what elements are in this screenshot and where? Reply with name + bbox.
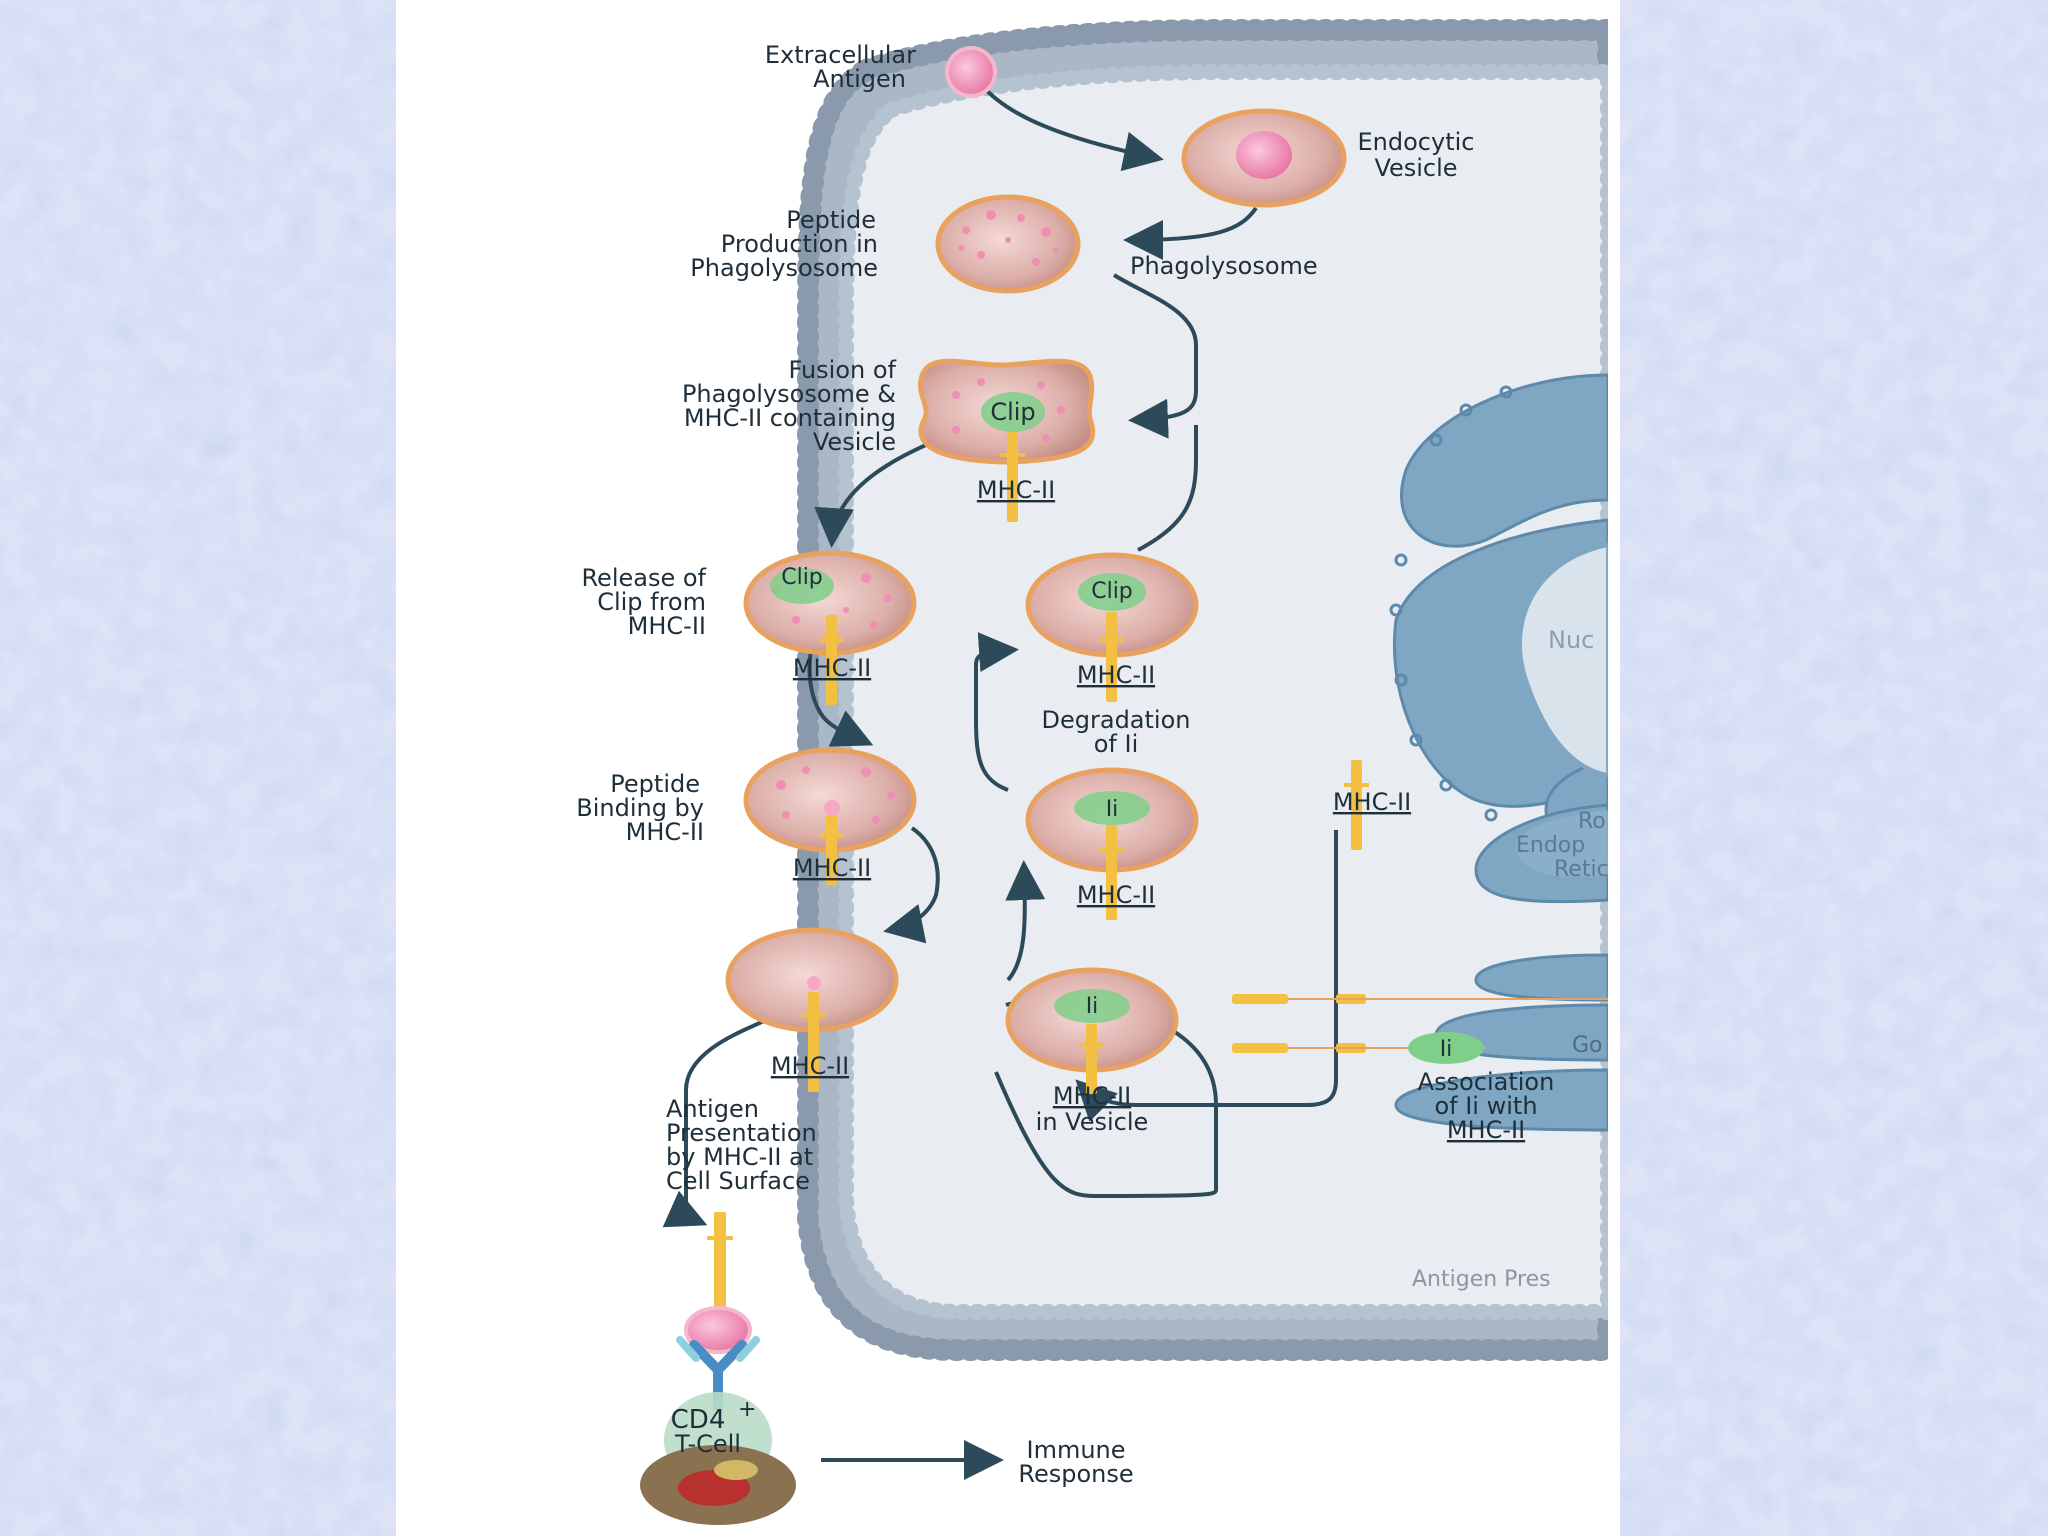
diagram-panel: Nuc Ro Endop Retic Go Extracellular Anti… (396, 0, 1608, 1536)
ii-label-lower: Ii (1086, 994, 1099, 1019)
svg-text:Release of: Release of (581, 564, 706, 592)
svg-text:Vesicle: Vesicle (1374, 154, 1457, 182)
svg-text:in Vesicle: in Vesicle (1036, 1108, 1149, 1136)
svg-text:Retic: Retic (1554, 857, 1608, 882)
mottled-texture-left (0, 0, 396, 1536)
background-pattern-left (0, 0, 396, 1536)
nucleus: Nuc (1517, 542, 1608, 778)
svg-text:Antigen: Antigen (666, 1095, 759, 1123)
mottled-texture-right (1620, 0, 2048, 1536)
arrow-er-to-vesicle (1075, 830, 1338, 1122)
clip-label-fusion: Clip (990, 398, 1035, 426)
phagolysosome-vesicle (935, 194, 1081, 294)
svg-text:Immune: Immune (1026, 1436, 1125, 1464)
arrow-vesicle-to-ii (1005, 860, 1046, 982)
label-release-clip: Release of Clip from MHC-II (581, 564, 706, 640)
background-pattern-right (1620, 0, 2048, 1536)
arrow-final-to-surface (662, 1018, 767, 1228)
svg-text:Extracellular: Extracellular (765, 41, 916, 69)
mhc-ii-pathway-diagram: Nuc Ro Endop Retic Go Extracellular Anti… (576, 19, 1608, 1525)
svg-text:Endop: Endop (1516, 833, 1585, 858)
clip-label-release: Clip (781, 565, 823, 590)
golgi-label: Go (1572, 1033, 1603, 1058)
mhc-label-clip-vesicle: MHC-II (1077, 661, 1155, 689)
label-extracellular-antigen: Extracellular Antigen (765, 41, 916, 93)
release-clip-vesicle: Clip (743, 550, 917, 705)
label-antigen-presentation: Antigen Presentation by MHC-II at Cell S… (666, 1095, 817, 1195)
ii-label-upper: Ii (1106, 797, 1119, 822)
svg-text:of Ii: of Ii (1094, 730, 1139, 758)
svg-text:MHC-II containing: MHC-II containing (684, 404, 896, 432)
svg-text:Phagolysosome &: Phagolysosome & (682, 380, 896, 408)
svg-text:Vesicle: Vesicle (813, 428, 896, 456)
clip-label-vesicle: Clip (1091, 579, 1133, 604)
ii-label-golgi: Ii (1440, 1037, 1453, 1062)
label-immune-response: Immune Response (1018, 1436, 1133, 1488)
svg-text:Ro: Ro (1578, 809, 1606, 834)
arrow-phago-to-fusion (1112, 273, 1198, 439)
endocytic-vesicle (1181, 108, 1347, 208)
ii-vesicle: Ii (1025, 767, 1199, 920)
label-phagolysosome: Phagolysosome (1130, 252, 1318, 280)
divider-strip (1608, 0, 1620, 1536)
er-label: Ro Endop Retic (1516, 809, 1608, 882)
svg-text:MHC-II: MHC-II (626, 818, 704, 846)
label-association: Association of Ii with MHC-II (1418, 1068, 1555, 1144)
final-vesicle (725, 927, 899, 1092)
mhc-label-binding: MHC-II (793, 854, 871, 882)
svg-text:Peptide: Peptide (610, 770, 700, 798)
cd4-plus: + (738, 1397, 756, 1422)
cd4-label: CD4 (671, 1405, 726, 1435)
svg-text:Phagolysosome: Phagolysosome (690, 254, 878, 282)
arrow-vesicle-to-fusion (1137, 425, 1198, 552)
surface-mhc-molecule (707, 1212, 733, 1316)
golgi-mhc-molecules: Ii (1232, 994, 1608, 1064)
mhc-label-final: MHC-II (771, 1052, 849, 1080)
svg-text:by MHC-II at: by MHC-II at (666, 1143, 813, 1171)
mhc-in-vesicle: Ii (1005, 967, 1179, 1094)
peptide-binding-vesicle (743, 747, 917, 885)
svg-text:Cell Surface: Cell Surface (666, 1167, 810, 1195)
fusion-vesicle: Clip (918, 358, 1096, 522)
arrow-endocytic-to-phago (1123, 206, 1258, 260)
svg-text:Antigen: Antigen (813, 65, 906, 93)
svg-text:MHC-II: MHC-II (1447, 1116, 1525, 1144)
svg-text:Binding by: Binding by (576, 794, 704, 822)
label-endocytic-vesicle: Endocytic Vesicle (1358, 128, 1475, 182)
mhc-label-release: MHC-II (793, 654, 871, 682)
apc-label: Antigen Pres (1412, 1267, 1551, 1292)
extracellular-antigen (945, 46, 997, 98)
label-peptide-production: Peptide Production in Phagolysosome (690, 206, 878, 282)
svg-text:Peptide: Peptide (786, 206, 876, 234)
svg-text:Clip from: Clip from (597, 588, 706, 616)
svg-text:Production in: Production in (721, 230, 878, 258)
label-mhc-in-vesicle: MHC-II in Vesicle (1036, 1082, 1149, 1136)
arrow-ii-to-clip (974, 632, 1019, 792)
svg-text:Response: Response (1018, 1460, 1133, 1488)
clip-vesicle: Clip (1025, 552, 1199, 702)
svg-text:MHC-II: MHC-II (628, 612, 706, 640)
mhc-label-er: MHC-II (1333, 788, 1411, 816)
svg-text:Presentation: Presentation (666, 1119, 817, 1147)
label-fusion: Fusion of Phagolysosome & MHC-II contain… (682, 356, 897, 456)
nucleus-label: Nuc (1548, 626, 1594, 654)
er-mhc-molecule (1344, 760, 1369, 850)
label-peptide-binding: Peptide Binding by MHC-II (576, 770, 704, 846)
label-degradation: Degradation of Ii (1042, 706, 1191, 758)
arrow-binding-to-final (883, 826, 940, 944)
svg-text:MHC-II: MHC-II (1053, 1082, 1131, 1110)
svg-text:Endocytic: Endocytic (1358, 128, 1475, 156)
tcell-label: T-Cell (674, 1430, 741, 1458)
cd4-tcell (640, 1392, 796, 1525)
svg-text:Association: Association (1418, 1068, 1555, 1096)
svg-text:Degradation: Degradation (1042, 706, 1191, 734)
svg-text:Fusion of: Fusion of (788, 356, 896, 384)
mhc-label-ii-vesicle: MHC-II (1077, 881, 1155, 909)
arrow-release-to-binding (807, 638, 874, 747)
svg-text:of Ii with: of Ii with (1434, 1092, 1537, 1120)
mhc-label-fusion: MHC-II (977, 476, 1055, 504)
